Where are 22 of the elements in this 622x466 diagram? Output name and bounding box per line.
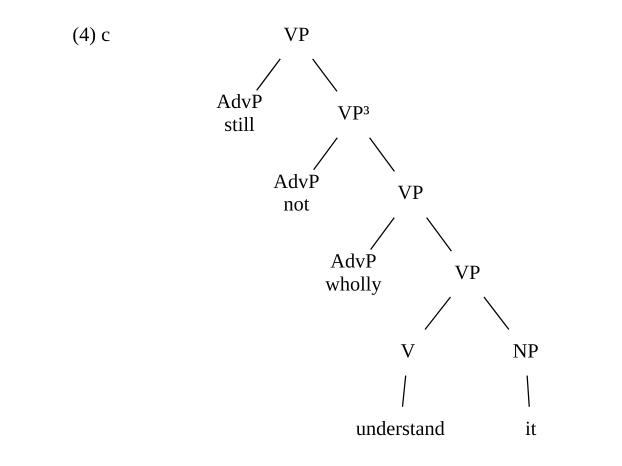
node-text: V	[400, 340, 416, 362]
node-text: AdvP wholly	[325, 250, 382, 296]
connector	[483, 296, 510, 330]
node-text: AdvP still	[216, 90, 263, 136]
node-text: VP	[454, 262, 480, 284]
connector	[424, 296, 452, 330]
node-text: understand	[356, 418, 445, 440]
connector	[426, 217, 452, 252]
connector	[370, 217, 395, 250]
label: (4) c	[72, 24, 110, 46]
node-text: NP	[512, 340, 539, 362]
connector	[402, 376, 406, 407]
connector	[312, 58, 338, 92]
node-text: VP	[397, 182, 424, 204]
connector	[369, 137, 395, 172]
connector	[256, 58, 281, 91]
node-text: AdvP not	[273, 170, 320, 216]
node-text: VP³	[337, 102, 370, 124]
node-text: VP	[283, 24, 310, 46]
connector	[313, 137, 338, 170]
connector	[526, 376, 530, 407]
node-text: it	[525, 418, 536, 440]
